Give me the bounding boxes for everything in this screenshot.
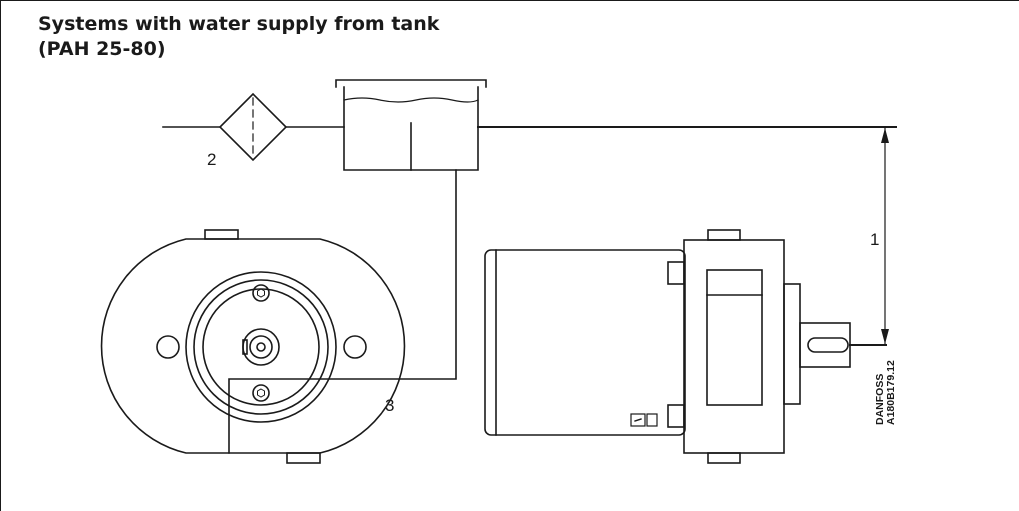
- label-pipe: 3: [385, 396, 394, 415]
- title-line-2: (PAH 25-80): [38, 38, 166, 60]
- stamp-line-1: DANFOSS: [874, 374, 886, 425]
- height-dimension: [881, 127, 889, 345]
- stamp-line-2: A180B179.12: [885, 360, 897, 425]
- diagram-title: Systems with water supply from tank (PAH…: [38, 12, 439, 62]
- title-line-1: Systems with water supply from tank: [38, 13, 440, 35]
- label-filter: 2: [207, 150, 216, 169]
- feed-pipe: [228, 169, 457, 454]
- water-tank: [335, 79, 487, 171]
- filter: [218, 92, 288, 162]
- danfoss-stamp: DANFOSS A180B179.12: [874, 360, 897, 425]
- label-height: 1: [870, 230, 879, 249]
- pump-side-view: [484, 229, 887, 464]
- pump-front-view: [100, 229, 406, 464]
